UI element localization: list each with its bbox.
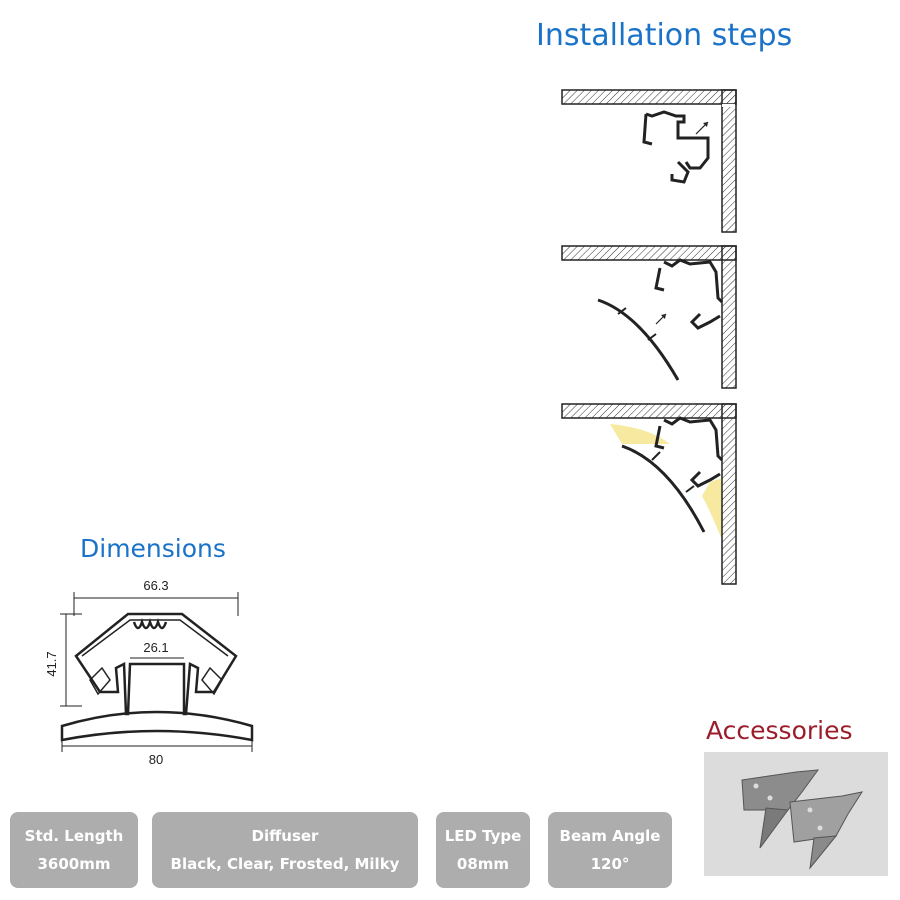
installation-step-2-diagram [561, 245, 737, 389]
spec-value: 08mm [456, 855, 510, 873]
dimension-width-top: 66.3 [143, 578, 168, 593]
dimension-inner-width: 26.1 [143, 640, 168, 655]
installation-step-3-diagram [561, 403, 737, 585]
dimension-height: 41.7 [44, 651, 59, 676]
spec-value: Black, Clear, Frosted, Milky [170, 855, 400, 873]
installation-step-1-diagram [561, 89, 737, 233]
spec-label: Std. Length [24, 827, 124, 845]
spec-value: 120° [590, 855, 630, 873]
profile-dimensions-drawing: 66.3 41.7 26.1 80 [44, 578, 254, 767]
spec-beam-angle: Beam Angle 120° [548, 812, 672, 888]
end-cap-brackets-illustration [741, 769, 864, 870]
spec-std-length: Std. Length 3600mm [10, 812, 138, 888]
spec-value: 3600mm [37, 855, 111, 873]
accessories-title: Accessories [706, 716, 853, 745]
dimensions-title: Dimensions [80, 534, 226, 563]
spec-led-type: LED Type 08mm [436, 812, 530, 888]
installation-steps-title: Installation steps [536, 18, 793, 53]
spec-diffuser: Diffuser Black, Clear, Frosted, Milky [152, 812, 418, 888]
spec-label: Beam Angle [559, 827, 661, 845]
dimension-base-width: 80 [149, 752, 163, 767]
accessories-image [704, 752, 888, 876]
spec-label: Diffuser [251, 827, 319, 845]
spec-label: LED Type [444, 827, 522, 845]
